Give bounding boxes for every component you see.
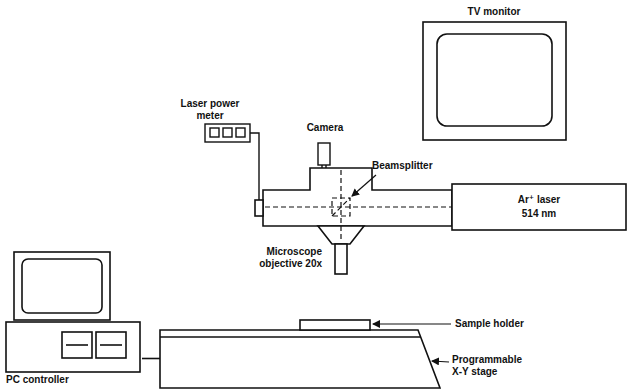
power-meter: [205, 124, 259, 200]
node-label: Ar⁺ laser: [518, 194, 561, 206]
pc-computer: [6, 252, 140, 372]
beam-path: [265, 170, 452, 242]
component-node: Ar⁺ laser 514 nm: [452, 184, 626, 230]
part-label: Microscope objective 20x: [248, 246, 322, 270]
part-label: Beamsplitter: [372, 160, 433, 172]
component-node: TV monitor: [423, 4, 566, 141]
camera: [318, 143, 330, 168]
part-label: Sample holder: [455, 318, 524, 330]
node-label: TV monitor: [468, 6, 521, 18]
cable-connector: [142, 358, 160, 360]
node-label: PC controller: [6, 374, 69, 386]
component-node: Programmable X-Y stage: [160, 330, 422, 388]
xy-stage: [160, 320, 440, 388]
node-label: 514 nm: [522, 208, 556, 220]
component-node: Camera: [300, 120, 350, 166]
node-label: Camera: [307, 122, 344, 134]
component-node: Laser power meter: [176, 98, 252, 142]
component-node: PC controller: [4, 248, 142, 387]
leader-arrow: [352, 175, 451, 362]
node-label: Programmable X-Y stage: [452, 354, 532, 378]
tv-monitor: [423, 22, 566, 140]
laser-body: [452, 184, 626, 230]
node-label: Laser power meter: [179, 98, 241, 122]
